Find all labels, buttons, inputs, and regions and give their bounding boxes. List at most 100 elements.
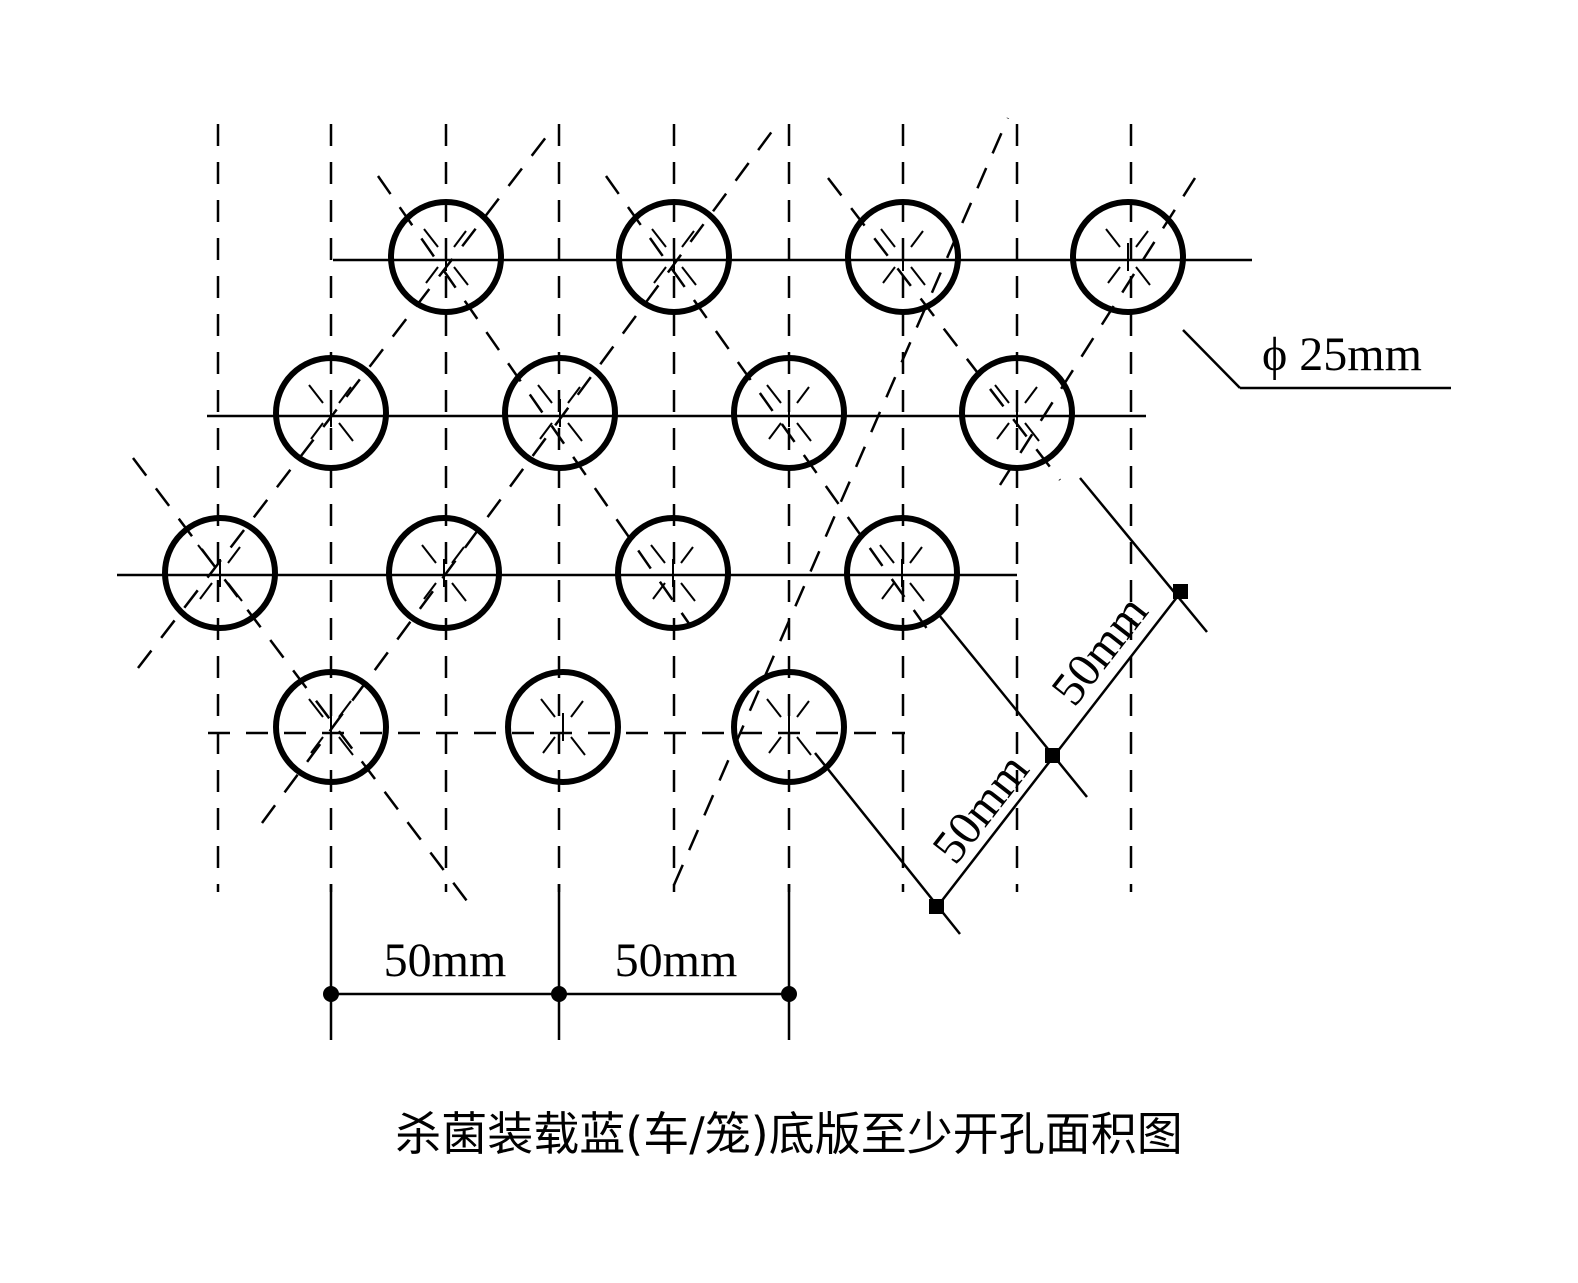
center-mark-stroke [879,544,895,564]
hole-circle [505,669,621,785]
hole-center-mark [766,698,812,756]
center-mark-stroke [537,384,553,404]
dim-label-d2: 50mm [922,744,1039,873]
hole-circle [959,355,1075,471]
dim-extension-line [1079,477,1208,633]
center-mark-stroke [653,266,667,284]
center-mark-stroke [542,736,556,754]
center-mark-stroke [681,266,697,286]
dim-node [781,986,797,1002]
center-mark-stroke [451,582,467,602]
hole-circle [273,355,389,471]
center-mark-stroke [768,422,782,440]
hole-center-mark [880,228,926,286]
hole-center-mark [308,698,354,756]
dim-node [1045,748,1060,763]
center-mark-stroke [453,266,469,286]
center-mark-stroke [453,230,467,248]
center-mark-stroke [796,700,810,718]
center-mark-stroke [199,582,213,600]
center-mark-stroke [421,544,437,564]
center-mark-stroke [451,546,465,564]
hole-center-mark [423,228,469,286]
hole-circle [616,199,732,315]
center-mark-stroke [567,386,581,404]
diag-line [376,175,692,626]
dim-node [1173,584,1188,599]
diameter-label: ϕ 25mm [1262,328,1422,381]
hole-center-mark [537,384,583,442]
center-mark-stroke [766,384,782,404]
hole-circle [615,515,731,631]
hole-circle [1070,199,1186,315]
diag-line [827,177,1061,481]
center-mark-stroke [425,266,439,284]
center-mark-stroke [338,700,352,718]
center-mark-stroke [1024,422,1040,442]
hole-circle [502,355,618,471]
diagram-caption: 杀菌装载蓝(车/笼)底版至少开孔面积图 [395,1107,1182,1161]
center-mark-stroke [768,736,782,754]
hole-center-mark [540,698,586,756]
hole-circle [845,199,961,315]
center-mark-stroke [197,544,213,564]
hole-circle [388,199,504,315]
hole-center-mark [1105,228,1151,286]
hole-center-mark [308,384,354,442]
leader-line [1182,329,1241,389]
diag-line [137,131,551,669]
diag-line [604,175,937,641]
center-mark-stroke [910,230,924,248]
diag-line [998,177,1197,486]
center-mark-stroke [909,546,923,564]
center-mark-stroke [909,582,925,602]
center-mark-stroke [1105,228,1121,248]
diagonal-dimension: 50mm 50mm [814,477,1208,935]
center-mark-stroke [570,700,584,718]
center-mark-stroke [910,266,926,286]
center-mark-stroke [680,546,694,564]
center-mark-stroke [766,698,782,718]
center-mark-stroke [796,736,812,756]
center-mark-stroke [652,582,666,600]
hole-center-mark [650,544,696,602]
dim-node [929,899,944,914]
center-mark-stroke [880,228,896,248]
center-mark-stroke [227,582,243,602]
hole-center-mark [197,544,243,602]
center-mark-stroke [881,582,895,600]
center-mark-stroke [1107,266,1121,284]
diameter-leader: ϕ 25mm [1182,328,1451,390]
center-mark-stroke [681,230,695,248]
center-mark-stroke [650,544,666,564]
hole-circle [386,515,502,631]
hole-circle [273,669,389,785]
hole-center-mark [766,384,812,442]
center-mark-stroke [570,736,586,756]
center-mark-stroke [651,228,667,248]
center-mark-stroke [680,582,696,602]
center-mark-stroke [310,422,324,440]
dim-label-h2: 50mm [615,934,738,987]
dim-node [323,986,339,1002]
center-mark-stroke [796,386,810,404]
diag-line [672,117,1010,886]
dim-label-h1: 50mm [384,934,507,987]
center-mark-stroke [308,698,324,718]
center-mark-stroke [996,422,1010,440]
center-mark-stroke [338,386,352,404]
hole-circle [731,669,847,785]
hole-circle [162,515,278,631]
center-mark-stroke [994,384,1010,404]
hole-center-mark [651,228,697,286]
hole-center-mark [421,544,467,602]
dim-node [551,986,567,1002]
center-mark-stroke [338,422,354,442]
center-mark-stroke [308,384,324,404]
center-mark-stroke [567,422,583,442]
hole-center-mark [994,384,1040,442]
center-mark-stroke [310,736,324,754]
center-mark-stroke [796,422,812,442]
center-mark-stroke [1135,266,1151,286]
